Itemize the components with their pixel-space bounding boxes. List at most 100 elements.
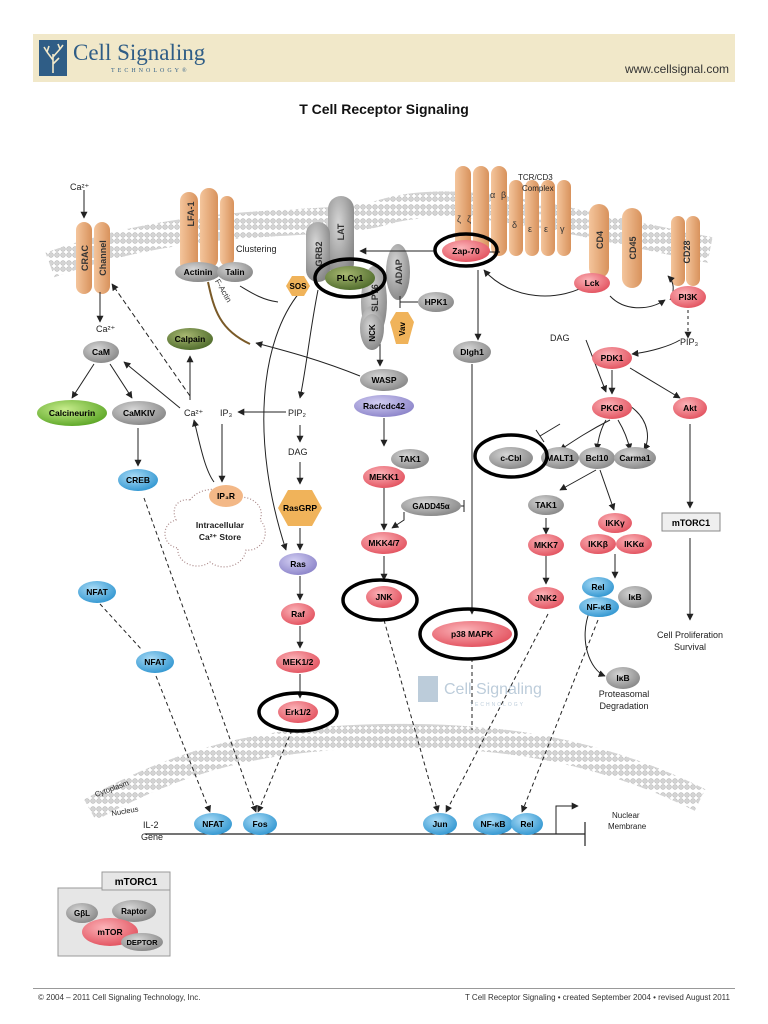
rac-node: Rac/cdc42	[354, 395, 414, 417]
mek12-node: MEK1/2	[276, 651, 320, 673]
svg-text:Lck: Lck	[585, 278, 600, 288]
legend-deptor: DEPTOR	[126, 938, 158, 947]
cd4-receptor	[589, 204, 609, 278]
svg-text:Zap-70: Zap-70	[452, 246, 480, 256]
svg-text:c-Cbl: c-Cbl	[500, 453, 521, 463]
talin-node: Talin	[217, 262, 253, 282]
camkiv-node: CaMKIV	[112, 401, 166, 425]
svg-text:RasGRP: RasGRP	[283, 503, 317, 513]
clustering-label: Clustering	[236, 244, 277, 254]
watermark-logo: Cell Signaling TECHNOLOGY	[418, 676, 542, 708]
calpain-node: Calpain	[167, 328, 213, 350]
gamma-label: γ	[560, 224, 565, 234]
lat-label: LAT	[336, 223, 346, 240]
nuclear-membrane	[84, 723, 706, 821]
ca-right-label: Ca²⁺	[184, 408, 204, 418]
svg-text:Ras: Ras	[290, 559, 306, 569]
crac-channel	[76, 222, 110, 294]
cd28-label: CD28	[682, 240, 692, 263]
header-banner: Cell Signaling TECHNOLOGY® www.cellsigna…	[33, 34, 735, 82]
pi3k-node: PI3K	[670, 286, 706, 308]
pathway-arrows	[71, 190, 694, 699]
svg-text:NF-κB: NF-κB	[480, 819, 505, 829]
nuclear-label: Nuclear	[612, 811, 640, 820]
erk12-node: Erk1/2	[278, 701, 318, 723]
rel-node: Rel	[582, 577, 614, 597]
svg-text:TAK1: TAK1	[399, 454, 421, 464]
svg-text:Calcineurin: Calcineurin	[49, 408, 95, 418]
raf-node: Raf	[281, 603, 315, 625]
fos-node: Fos	[243, 813, 277, 835]
svg-text:JNK: JNK	[375, 592, 393, 602]
lfa1-receptor	[180, 188, 234, 272]
tree-logo-icon	[39, 40, 67, 76]
svg-text:PLCγ1: PLCγ1	[337, 273, 364, 283]
ras-node: Ras	[279, 553, 317, 575]
svg-text:GADD45α: GADD45α	[412, 502, 449, 511]
svg-text:NFAT: NFAT	[202, 819, 224, 829]
svg-text:Rel: Rel	[520, 819, 533, 829]
svg-text:IP₃R: IP₃R	[217, 491, 235, 501]
svg-text:JNK2: JNK2	[535, 593, 557, 603]
mekk1-node: MEKK1	[363, 466, 405, 488]
svg-text:Jun: Jun	[432, 819, 447, 829]
website-url[interactable]: www.cellsignal.com	[624, 62, 729, 76]
plcg1-node: PLCγ1	[325, 266, 375, 290]
rel-nuclear-node: Rel	[511, 813, 543, 835]
cam-node: CaM	[83, 341, 119, 363]
nfat1-node: NFAT	[78, 581, 116, 603]
svg-text:PDK1: PDK1	[601, 353, 624, 363]
proliferation-label: Cell Proliferation	[657, 630, 723, 640]
crac-label: CRAC	[80, 245, 90, 271]
svg-text:MEK1/2: MEK1/2	[283, 657, 314, 667]
svg-text:Raf: Raf	[291, 609, 305, 619]
svg-text:Akt: Akt	[683, 403, 697, 413]
svg-text:Actinin: Actinin	[184, 267, 213, 277]
ip3-label: IP₃	[220, 408, 233, 418]
beta-label: β	[501, 190, 506, 200]
akt-node: Akt	[673, 397, 707, 419]
tak1b-node: TAK1	[528, 495, 564, 515]
svg-text:IKKγ: IKKγ	[605, 518, 625, 528]
p38-node: p38 MAPK	[432, 621, 512, 647]
factin-fiber	[207, 281, 251, 345]
mkk47-node: MKK4/7	[361, 532, 407, 554]
jun-node: Jun	[423, 813, 457, 835]
svg-text:IκB: IκB	[616, 673, 629, 683]
svg-text:SOS: SOS	[290, 282, 308, 291]
creb-node: CREB	[118, 469, 158, 491]
page-title: T Cell Receptor Signaling	[299, 101, 469, 117]
pkct-node: PKCθ	[592, 397, 632, 419]
mkk7-node: MKK7	[528, 534, 564, 556]
ccbl-node: c-Cbl	[489, 447, 533, 469]
delta-label: δ	[512, 220, 517, 230]
sos-node: SOS	[286, 276, 310, 296]
lfa1-label: LFA-1	[186, 201, 196, 226]
legend-raptor: Raptor	[121, 907, 147, 916]
malt1-node: MALT1	[541, 447, 579, 469]
svg-text:Erk1/2: Erk1/2	[285, 707, 311, 717]
zeta2-label: ζ	[467, 214, 471, 224]
carma1-node: Carma1	[614, 447, 656, 469]
lck-node: Lck	[574, 273, 610, 293]
svg-text:IKKβ: IKKβ	[588, 539, 608, 549]
nfkb-nuclear-node: NF-κB	[473, 813, 513, 835]
store-label-2: Ca²⁺ Store	[199, 532, 242, 542]
svg-text:Rac/cdc42: Rac/cdc42	[363, 401, 405, 411]
svg-text:MKK7: MKK7	[534, 540, 558, 550]
proteasomal-label: Proteasomal	[599, 689, 650, 699]
complex-label: Complex	[522, 184, 554, 193]
svg-text:HPK1: HPK1	[425, 297, 448, 307]
il2-label: IL-2	[143, 820, 159, 830]
svg-text:mTORC1: mTORC1	[672, 518, 710, 528]
ip3r-node: IP₃R	[209, 485, 243, 507]
zeta1-label: ζ	[457, 214, 461, 224]
footer-copyright: © 2004 – 2011 Cell Signaling Technology,…	[38, 993, 201, 1002]
eps2-label: ε	[544, 224, 548, 234]
legend-mtor: mTOR	[97, 927, 122, 937]
wasp-node: WASP	[360, 369, 408, 391]
svg-text:Fos: Fos	[252, 819, 267, 829]
adap-label: ADAP	[394, 259, 404, 285]
svg-text:Calpain: Calpain	[175, 334, 206, 344]
